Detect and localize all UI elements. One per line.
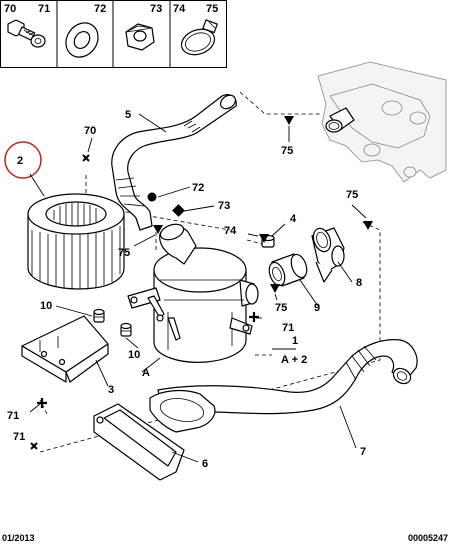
- callout-70: 70: [84, 125, 96, 137]
- header-label-70: 70: [4, 3, 16, 15]
- lower-duct-7: [157, 339, 418, 415]
- elbow-connector-8: [311, 227, 345, 283]
- washer-icon: [65, 22, 99, 58]
- callout-4: 4: [290, 213, 297, 225]
- footer-doc-number: 00005247: [408, 533, 448, 543]
- header-label-75: 75: [206, 3, 218, 15]
- triangle-mark-75-left: [153, 225, 163, 234]
- air-filter-element-2: [27, 193, 125, 290]
- plus-mark-71-left: [37, 398, 47, 408]
- callout-74: 74: [224, 225, 237, 237]
- hardware-header: 70 71 72 73 74 75: [0, 0, 227, 68]
- dot-mark-72: [147, 192, 157, 202]
- triangle-mark-74: [259, 234, 269, 243]
- intake-flange-6: [93, 389, 216, 481]
- callout-10-upper: 10: [40, 300, 52, 312]
- callout-10-lower: 10: [128, 349, 140, 361]
- callout-6: 6: [202, 458, 208, 470]
- header-label-73: 73: [150, 3, 162, 15]
- diamond-mark-73: [172, 204, 185, 217]
- triangle-mark-75-top: [284, 116, 294, 125]
- header-label-72: 72: [94, 3, 106, 15]
- callout-71-right: 71: [282, 322, 294, 334]
- hose-clamp-icon: [180, 19, 218, 56]
- callout-5: 5: [125, 109, 131, 121]
- callout-75-top: 75: [281, 145, 293, 157]
- callout-ref-a: A: [142, 367, 150, 379]
- rubber-mount-10-upper: [93, 308, 105, 323]
- callout-a-plus-2: A + 2: [281, 354, 307, 366]
- callout-71-left-b: 71: [13, 431, 25, 443]
- callout-8: 8: [356, 277, 362, 289]
- callout-75-left: 75: [118, 247, 130, 259]
- leader-lines: [29, 113, 367, 463]
- bolt-washer-icon: [7, 19, 46, 48]
- bracket-plate-3: [21, 315, 109, 383]
- hex-nut-icon: [125, 23, 155, 51]
- callout-7: 7: [360, 446, 366, 458]
- callout-9: 9: [314, 302, 320, 314]
- plus-mark-71-right: [249, 312, 259, 322]
- callout-labels: 2 5 70 72 73 75 75 75 4 74 8 75 9 10 10 …: [7, 109, 366, 470]
- air-filter-housing: [127, 223, 259, 363]
- highlight-circle: [4, 141, 42, 179]
- callout-75-right-top: 75: [346, 189, 358, 201]
- coupling-sleeve-9: [268, 253, 308, 287]
- triangle-mark-75-mid: [270, 284, 280, 293]
- callout-2: 2: [17, 155, 23, 167]
- triangle-mark-75-right: [363, 221, 373, 230]
- rubber-mount-10-lower: [120, 322, 132, 337]
- header-label-74: 74: [173, 3, 186, 15]
- callout-72: 72: [192, 182, 204, 194]
- callout-75-mid: 75: [275, 302, 287, 314]
- footer-date: 01/2013: [2, 533, 35, 543]
- header-label-71: 71: [38, 3, 50, 15]
- x-mark-71-lower: [30, 442, 38, 450]
- callout-3: 3: [108, 384, 114, 396]
- callout-1: 1: [292, 335, 298, 347]
- engine-manifold-ghost: [317, 61, 447, 183]
- x-mark-70: [82, 154, 90, 162]
- marker-symbols: [30, 116, 373, 450]
- callout-73: 73: [218, 200, 230, 212]
- intake-hose-5: [111, 94, 237, 231]
- callout-71-left-a: 71: [7, 410, 19, 422]
